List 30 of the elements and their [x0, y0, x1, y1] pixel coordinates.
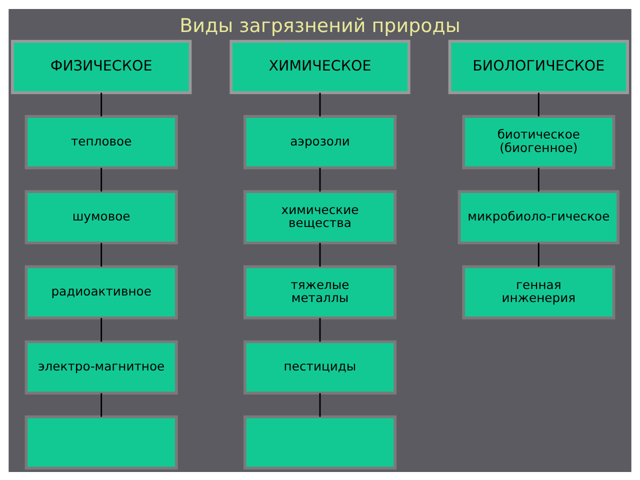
node-box: БИОЛОГИЧЕСКОЕ: [448, 39, 629, 94]
connector: [538, 167, 540, 191]
node-box: биотическое (биогенное): [462, 114, 616, 169]
diagram-title: Виды загрязнений природы: [180, 14, 460, 36]
node-box: [243, 414, 397, 470]
node-box: аэрозоли: [243, 114, 397, 169]
node-box: микробиоло-гическое: [458, 190, 620, 244]
node-box: тепловое: [24, 114, 178, 169]
connector: [319, 242, 321, 266]
connector: [319, 92, 321, 116]
connector: [319, 392, 321, 416]
connector: [100, 318, 102, 342]
node-box: тяжелые металлы: [243, 264, 397, 319]
connector: [100, 92, 102, 116]
connector: [100, 242, 102, 266]
node-box: шумовое: [24, 190, 178, 244]
node-box: пестициды: [243, 340, 397, 394]
node-box: радиоактивное: [24, 264, 178, 319]
node-box: химические вещества: [243, 190, 397, 244]
node-box: генная инженерия: [462, 264, 616, 319]
connector: [319, 318, 321, 342]
connector: [100, 392, 102, 416]
node-box: [24, 414, 178, 470]
connector: [538, 242, 540, 266]
connector: [538, 92, 540, 116]
node-box: ФИЗИЧЕСКОЕ: [11, 39, 192, 94]
node-box: электро-магнитное: [24, 340, 178, 394]
connector: [319, 167, 321, 191]
node-box: ХИМИЧЕСКОЕ: [230, 39, 410, 94]
connector: [100, 167, 102, 191]
